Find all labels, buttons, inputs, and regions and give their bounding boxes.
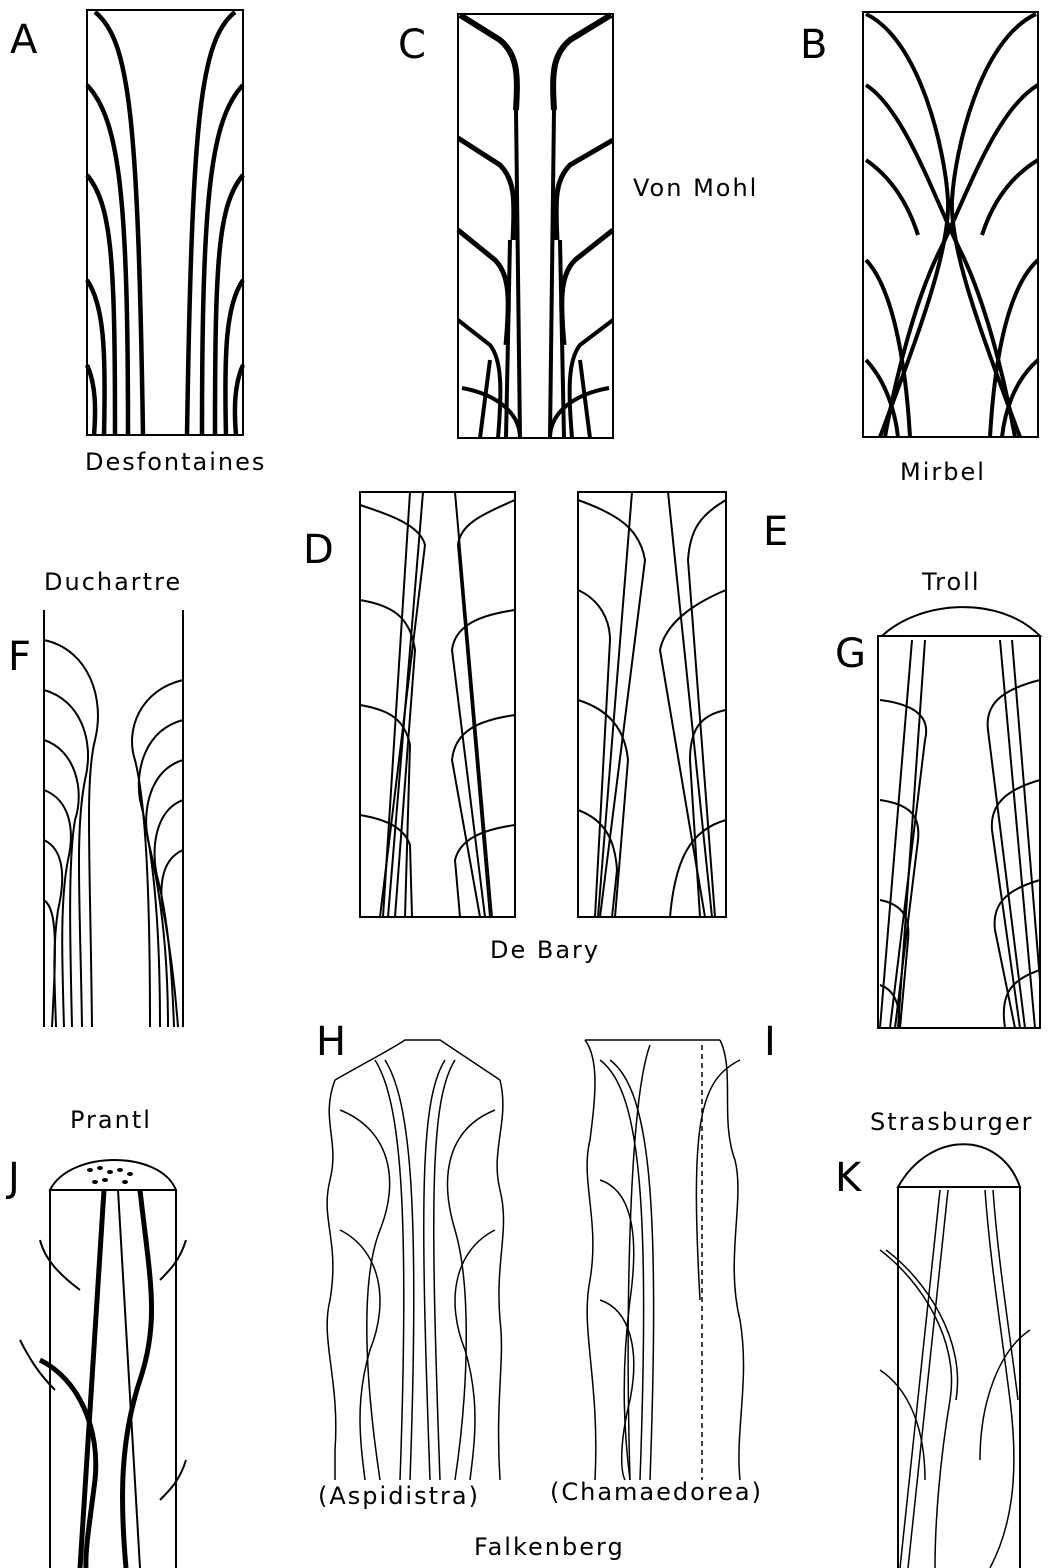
panel-i-diagram — [585, 1040, 744, 1480]
panel-e-letter: E — [763, 512, 788, 552]
panel-g-author: Troll — [922, 570, 981, 594]
panel-c-diagram — [458, 14, 613, 438]
panel-d-letter: D — [303, 530, 334, 570]
panel-b-letter: B — [800, 25, 827, 65]
panel-i-caption: (Chamaedorea) — [550, 1480, 763, 1504]
panel-g-letter: G — [835, 634, 866, 674]
panel-c-author: Von Mohl — [633, 176, 758, 200]
panel-b-author: Mirbel — [900, 460, 986, 484]
panel-de-author: De Bary — [490, 938, 600, 962]
panel-hi-author: Falkenberg — [474, 1535, 625, 1559]
panel-h-caption: (Aspidistra) — [318, 1484, 480, 1508]
panel-h-letter: H — [316, 1022, 346, 1062]
panel-j-diagram — [20, 1160, 186, 1568]
panel-k-diagram — [880, 1144, 1030, 1568]
panel-j-letter: J — [8, 1158, 20, 1198]
panel-a-author: Desfontaines — [85, 450, 266, 474]
panel-a-letter: A — [10, 20, 37, 60]
panel-i-letter: I — [764, 1022, 776, 1062]
panel-e-diagram — [578, 492, 726, 917]
panel-c-letter: C — [398, 25, 426, 65]
panel-g-diagram — [878, 607, 1040, 1028]
panel-k-letter: K — [835, 1158, 861, 1198]
panel-d-diagram — [360, 492, 515, 917]
panel-f-author: Duchartre — [44, 570, 182, 594]
panel-h-diagram — [327, 1040, 503, 1480]
panel-k-author: Strasburger — [870, 1110, 1033, 1134]
panel-a-diagram — [87, 10, 243, 435]
panel-f-diagram — [44, 610, 183, 1027]
panel-b-diagram — [863, 12, 1038, 437]
panel-j-author: Prantl — [70, 1108, 152, 1132]
panel-f-letter: F — [8, 637, 31, 677]
